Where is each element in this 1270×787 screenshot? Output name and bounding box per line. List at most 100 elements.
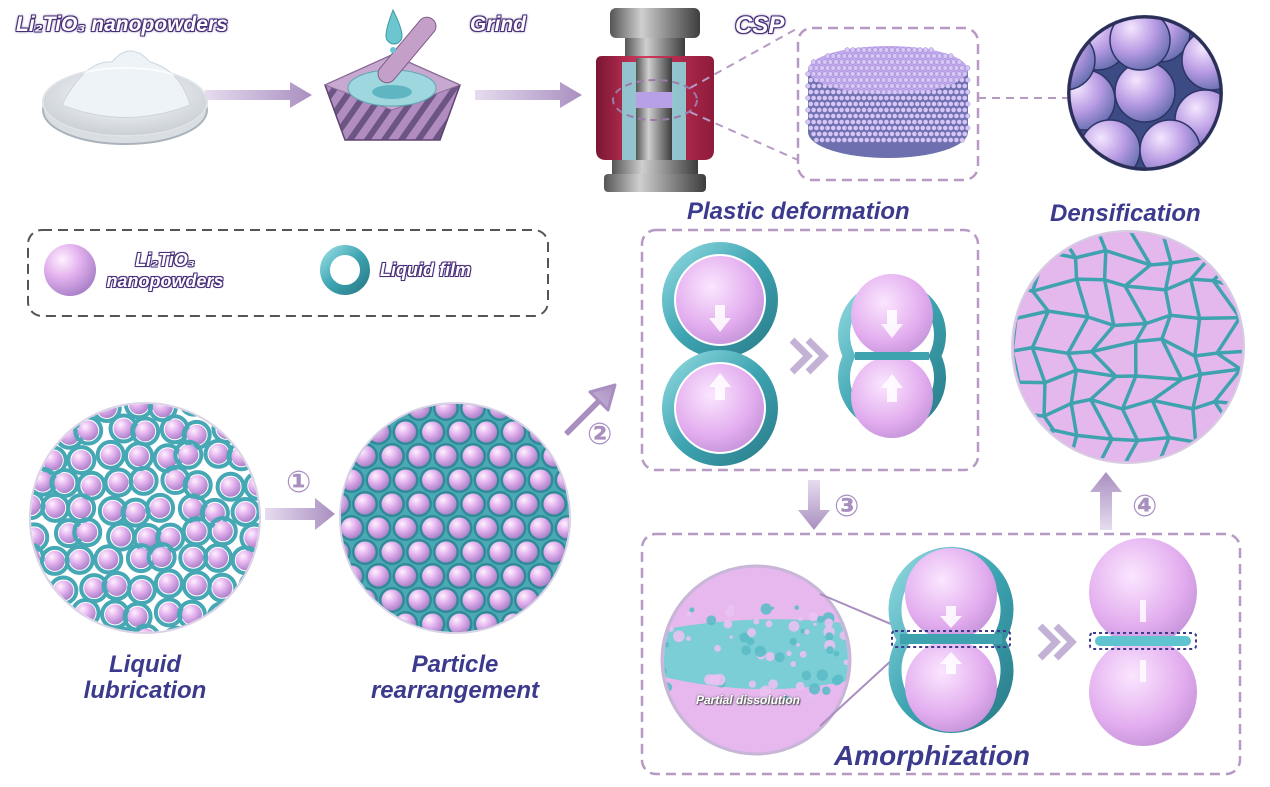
sphere [395,518,416,539]
sphere [209,444,229,464]
label-liquid-lubrication: Liquid lubrication [55,652,235,704]
sphere [153,397,173,417]
sphere [238,392,258,412]
sphere [165,419,185,439]
sphere [1035,30,1095,90]
sphere [182,605,202,625]
sphere [150,498,170,518]
sphere [490,446,511,467]
csp-press [596,8,714,192]
sphere [584,614,605,635]
sphere [244,420,264,440]
sphere [20,602,40,622]
sphere-pair-separate [668,248,772,460]
legend-ring-icon [325,250,365,290]
sphere [159,602,179,622]
sphere [584,518,605,539]
sphere [78,421,98,441]
sphere [341,518,362,539]
sphere [476,470,497,491]
sphere [368,470,389,491]
sphere [28,579,48,599]
sphere [395,566,416,587]
sphere [463,446,484,467]
sphere [73,395,93,415]
sphere [449,518,470,539]
sphere [571,494,592,515]
sphere [463,398,484,419]
sphere [209,393,229,413]
sphere [463,590,484,611]
sphere [27,626,47,646]
sphere [328,590,349,611]
sphere [221,477,241,497]
sphere [382,542,403,563]
sphere [159,574,179,594]
step-number-3: ③ [834,492,859,522]
label-csp: CSP [735,14,784,38]
sphere [436,446,457,467]
sphere [449,614,470,635]
chevrons-icon-2 [1040,626,1072,658]
label-amorphization: Amorphization [834,742,1030,770]
sphere [109,473,129,493]
sphere-pair-amorphous [892,548,1010,732]
sphere [20,395,40,415]
step-number-1: ① [286,468,311,498]
sphere [517,446,538,467]
sphere [571,590,592,611]
sphere [503,566,524,587]
sphere [25,417,45,437]
legend-film-label: Liquid film [380,260,471,281]
sphere [129,446,149,466]
sphere [1115,62,1175,122]
sphere [355,590,376,611]
sphere [167,631,187,651]
sphere [213,521,233,541]
sphere [395,422,416,443]
sphere [341,614,362,635]
sphere [530,470,551,491]
sphere [368,614,389,635]
sphere [530,614,551,635]
sphere [382,398,403,419]
sphere [54,473,74,493]
sphere [132,580,152,600]
sphere [409,590,430,611]
sphere [544,398,565,419]
sphere [557,566,578,587]
label-particle-rearrangement: Particle rearrangement [345,652,565,704]
sphere [264,395,284,415]
sphere [101,445,121,465]
sphere [81,476,101,496]
sphere [107,576,127,596]
sphere [103,501,123,521]
sphere [258,553,278,573]
sphere [382,590,403,611]
sphere [328,398,349,419]
sphere [71,498,91,518]
sphere [217,633,237,653]
sphere [517,542,538,563]
sphere [557,518,578,539]
sphere [328,446,349,467]
sphere [436,542,457,563]
sphere [187,521,207,541]
particle-line1: Particle [345,652,565,678]
sphere [183,548,203,568]
arrow-to-grind [205,82,312,108]
sphere [476,422,497,443]
sphere [273,626,293,646]
sphere [422,518,443,539]
sphere [544,590,565,611]
sphere [71,450,91,470]
legend-powder-label: Li₂TiO₃ nanopowders [90,250,240,292]
legend-powder-line2: nanopowders [90,271,240,292]
sphere [557,614,578,635]
sphere [382,446,403,467]
sphere [246,626,266,646]
sphere [503,518,524,539]
sphere [60,629,80,649]
sphere-pair-merged [844,274,940,438]
sphere [1080,120,1140,180]
